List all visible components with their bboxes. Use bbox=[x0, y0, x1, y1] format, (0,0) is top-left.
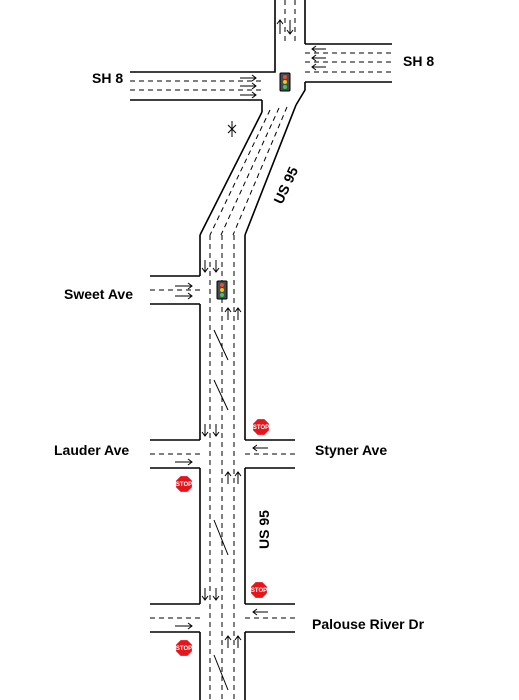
label-palouse-river-dr: Palouse River Dr bbox=[312, 616, 425, 632]
label-us95-north: US 95 bbox=[270, 164, 301, 206]
stop-sign-icon: STOP bbox=[249, 580, 269, 600]
stop-sign-icon: STOP bbox=[174, 638, 194, 658]
label-sh8-east: SH 8 bbox=[403, 53, 434, 69]
svg-text:STOP: STOP bbox=[176, 646, 192, 652]
label-lauder-ave: Lauder Ave bbox=[54, 442, 129, 458]
street-labels: SH 8 SH 8 US 95 Sweet Ave Lauder Ave Sty… bbox=[54, 53, 434, 632]
road-edges bbox=[130, 0, 392, 700]
traffic-signal-icon bbox=[279, 72, 291, 92]
svg-text:STOP: STOP bbox=[251, 588, 267, 594]
svg-text:STOP: STOP bbox=[253, 425, 269, 431]
stop-sign-icon: STOP bbox=[174, 474, 194, 494]
svg-text:STOP: STOP bbox=[176, 482, 192, 488]
lane-lines bbox=[130, 0, 392, 700]
label-sh8-west: SH 8 bbox=[92, 70, 123, 86]
label-styner-ave: Styner Ave bbox=[315, 442, 387, 458]
traffic-signal-icon bbox=[216, 280, 228, 300]
label-us95-south: US 95 bbox=[256, 510, 272, 549]
north-arrow-icon bbox=[227, 121, 237, 137]
stop-sign-icon: STOP bbox=[251, 417, 271, 437]
label-sweet-ave: Sweet Ave bbox=[64, 286, 133, 302]
lane-arrows bbox=[175, 19, 326, 648]
